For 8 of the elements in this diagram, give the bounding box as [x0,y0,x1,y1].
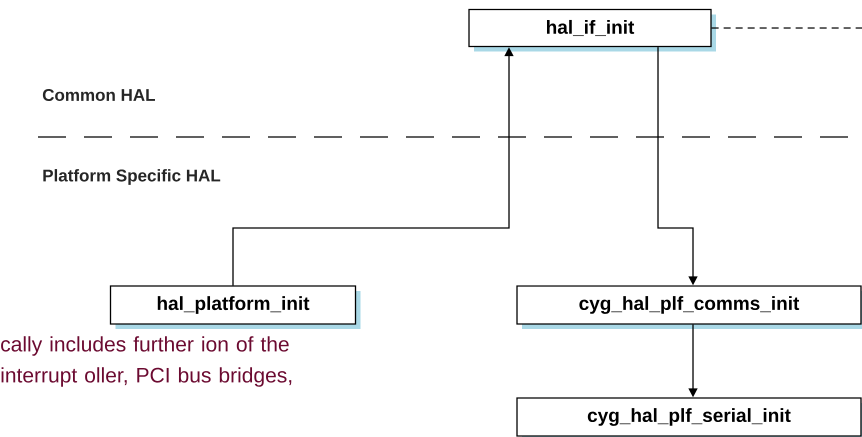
dashed-line [712,27,862,29]
function-box: hal_platform_init [110,285,360,329]
function-box: cyg_hal_plf_comms_init [516,285,862,329]
paragraph: cally includes further ion of the interrupt oller, PCI bus bridges, [1,336,292,387]
function-box: cyg_hal_plf_serial_init [516,397,862,437]
function-box: hal_if_init [468,8,716,52]
layer-label: Common HAL [42,88,155,102]
layer-label: Platform Specific HAL [43,169,220,185]
